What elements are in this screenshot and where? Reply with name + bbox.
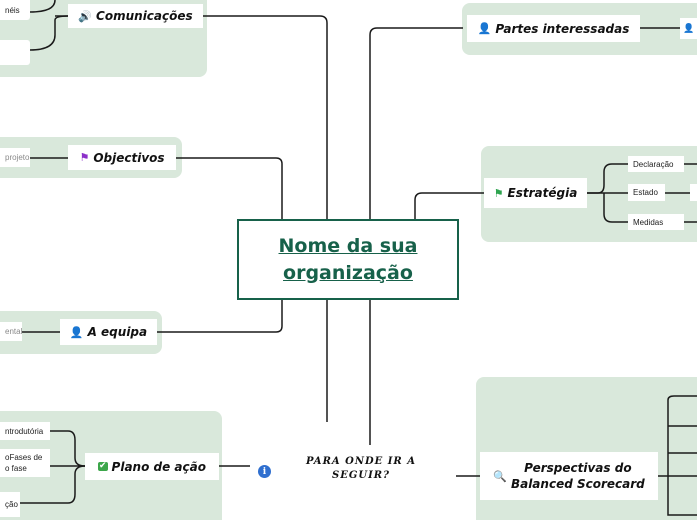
estrategia-sub-medidas-label: Medidas [633,217,664,227]
person-icon: 👤 [69,325,84,339]
estrategia-sub-estado-label: Estado [633,188,658,197]
perspectivas-node[interactable]: 🔍 Perspectivas do Balanced Scorecard [480,452,658,500]
perspectivas-label: Perspectivas do Balanced Scorecard [511,460,645,492]
comunicacoes-sub-2[interactable] [0,40,30,65]
purple-flag-icon: ⚑ [79,151,90,164]
speaker-icon: 🔊 [78,9,93,23]
person-icon: 👤 [683,23,695,33]
comunicacoes-node[interactable]: 🔊 Comunicações [68,4,203,28]
objectivos-sub-1[interactable]: projeto [0,148,30,167]
floating-topic-line-1: PARA ONDE IR A [306,456,416,467]
floating-topic[interactable]: PARA ONDE IR A SEGUIR? [283,455,439,483]
central-title-line-2: organização [283,261,413,284]
plano-sub-3-label: ção [5,500,18,509]
estrategia-sub-estado-child[interactable] [690,184,697,201]
floating-topic-line-2: SEGUIR? [332,470,390,481]
partes-label: Partes interessadas [495,21,630,36]
objectivos-sub-1-label: projeto [5,153,30,162]
equipa-label: A equipa [87,325,148,339]
magnifier-icon: 🔍 [493,469,507,483]
estrategia-label: Estratégia [507,186,578,200]
plano-sub-2-label-1: oFases de [5,453,43,462]
central-topic[interactable]: Nome da sua organização [237,219,459,300]
plano-sub-2[interactable]: oFases de o fase [0,449,50,477]
equipa-sub-1-label: ental [5,327,22,336]
estrategia-sub-declaracao-label: Declaração [633,159,674,169]
perspectivas-label-line-2: Balanced Scorecard [510,477,645,491]
central-title-line-1: Nome da sua [278,234,418,257]
comunicacoes-sub-1-label: néis [5,5,20,15]
perspectivas-label-line-1: Perspectivas do [524,461,632,475]
comunicacoes-sub-1[interactable]: néis [0,0,30,20]
plano-node[interactable]: ✔ Plano de ação [85,453,219,480]
objectivos-node[interactable]: ⚑ Objectivos [68,145,176,170]
estrategia-sub-estado[interactable]: Estado [628,184,665,201]
estrategia-sub-declaracao[interactable]: Declaração [628,156,684,172]
partes-node[interactable]: 👤 Partes interessadas [467,15,640,42]
equipa-node[interactable]: 👤 A equipa [60,319,157,345]
objectivos-label: Objectivos [93,150,165,165]
plano-label: Plano de ação [111,459,206,474]
plano-sub-2-label-2: o fase [5,464,27,473]
plano-sub-3[interactable]: ção [0,492,20,517]
estrategia-sub-medidas[interactable]: Medidas [628,214,684,230]
comunicacoes-label: Comunicações [96,9,193,23]
plano-sub-1[interactable]: ntrodutória [0,422,50,440]
equipa-sub-1[interactable]: ental [0,322,22,341]
info-icon[interactable]: i [258,465,271,478]
green-check-icon: ✔ [98,461,108,471]
plano-sub-1-label: ntrodutória [5,426,44,436]
estrategia-node[interactable]: ⚑ Estratégia [484,178,587,208]
green-flag-icon: ⚑ [493,186,504,200]
partes-sub-1[interactable]: 👤 [680,18,697,39]
person-icon: 👤 [477,22,492,35]
